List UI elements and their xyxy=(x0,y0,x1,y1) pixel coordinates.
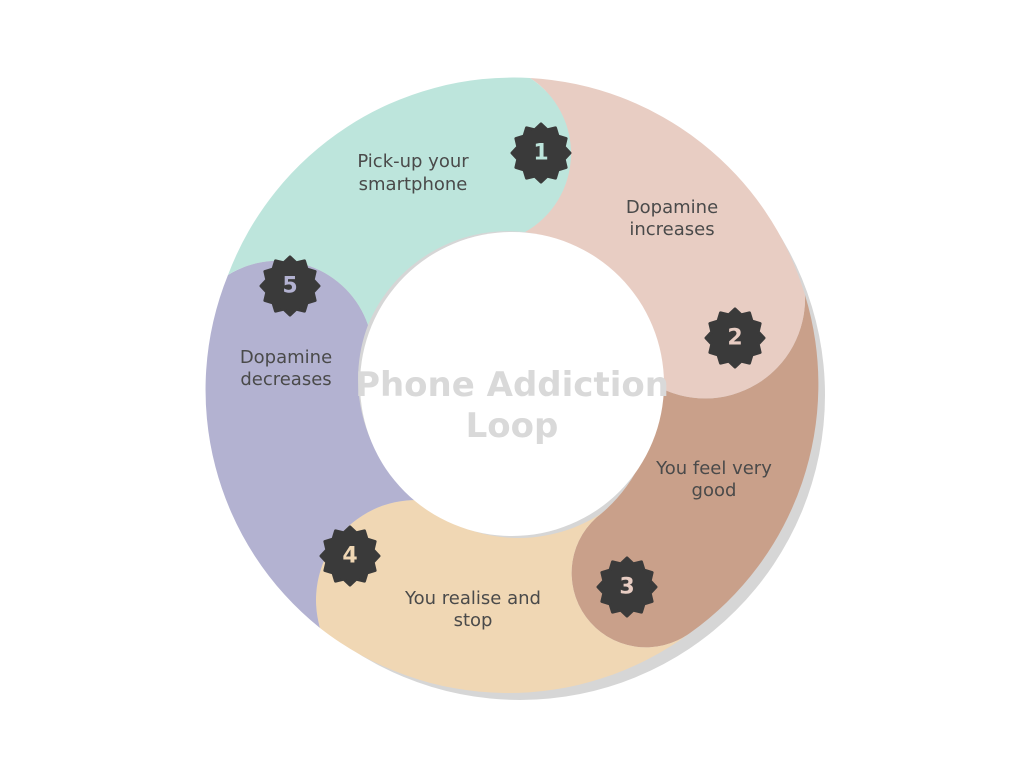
segment-pick-up-smartphone xyxy=(228,77,571,325)
svg-text:2: 2 xyxy=(727,326,742,351)
step-badge-2: 2 xyxy=(704,307,766,369)
segment-dopamine-decreases xyxy=(205,260,418,628)
step-label-1: Pick-up your smartphone xyxy=(357,151,469,195)
svg-text:decreases: decreases xyxy=(240,369,331,390)
svg-text:3: 3 xyxy=(619,575,634,600)
ring-center xyxy=(360,232,664,536)
step-badge-5: 5 xyxy=(259,255,321,317)
diagram-title-line-2: Loop xyxy=(466,406,559,446)
svg-text:smartphone: smartphone xyxy=(359,174,468,195)
svg-text:You realise and: You realise and xyxy=(404,588,541,609)
badge-star-icon xyxy=(259,255,321,317)
step-badge-3: 3 xyxy=(596,556,658,618)
step-label-2: Dopamine increases xyxy=(626,197,718,240)
svg-text:stop: stop xyxy=(454,610,493,631)
svg-text:5: 5 xyxy=(282,274,297,299)
svg-text:increases: increases xyxy=(629,219,714,240)
badge-star-icon xyxy=(510,122,572,184)
svg-text:Dopamine: Dopamine xyxy=(626,197,718,218)
svg-text:You feel very: You feel very xyxy=(655,458,772,479)
step-label-4: You realise and stop xyxy=(404,588,541,631)
badge-star-icon xyxy=(704,307,766,369)
step-label-3: You feel very good xyxy=(655,458,772,501)
svg-text:4: 4 xyxy=(342,544,357,569)
segment-you-realise-and-stop xyxy=(315,499,690,694)
svg-text:1: 1 xyxy=(533,141,548,166)
step-label-5: Dopamine decreases xyxy=(240,347,332,390)
diagram-title-line-1: Phone Addiction xyxy=(355,365,669,405)
svg-text:Dopamine: Dopamine xyxy=(240,347,332,368)
svg-text:good: good xyxy=(692,480,737,501)
badge-star-icon xyxy=(596,556,658,618)
step-badge-4: 4 xyxy=(319,525,381,587)
ring-segments xyxy=(205,77,819,694)
segment-you-feel-very-good xyxy=(571,295,819,648)
step-badge-1: 1 xyxy=(510,122,572,184)
badge-star-icon xyxy=(319,525,381,587)
svg-text:Pick-up your: Pick-up your xyxy=(357,151,469,172)
